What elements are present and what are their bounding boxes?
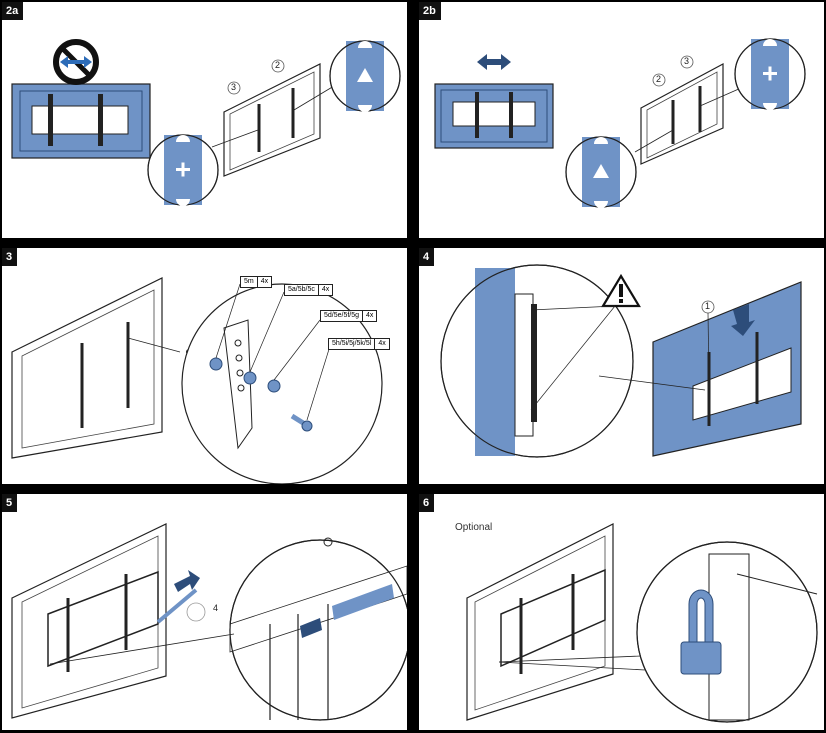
panel-step-4: 4 1: [419, 248, 824, 484]
panel-step-2a: 2a 2 3: [2, 2, 407, 238]
panel-6-illustration: [466, 523, 818, 723]
no-sliding-icon: [53, 39, 99, 85]
callout-3: 3: [231, 82, 237, 92]
double-arrow-icon: [477, 54, 511, 70]
step-badge: 2b: [419, 2, 441, 20]
plus-magnifier: [147, 134, 219, 206]
triangle-icon: [593, 164, 609, 178]
down-arrow-icon: [731, 304, 755, 336]
panel-step-5: 5 4: [2, 494, 407, 730]
step-badge: 2a: [2, 2, 24, 20]
triangle-icon: [357, 68, 373, 82]
warning-icon: [601, 273, 641, 308]
callout-4: 4: [213, 603, 219, 613]
callout-3: 3: [684, 56, 690, 66]
tv-perspective: [11, 277, 163, 459]
plus-magnifier: [734, 38, 806, 110]
panel-2a-illustration: [11, 39, 401, 206]
padlock-icon: [680, 589, 722, 675]
panel-4-illustration: [440, 264, 802, 458]
tv-perspective: [223, 63, 321, 177]
panel-step-2b: 2b 2 3: [419, 2, 824, 238]
triangle-magnifier: [329, 40, 401, 112]
step-badge: 6: [419, 494, 435, 512]
callout-2: 2: [656, 74, 662, 84]
triangle-magnifier: [565, 136, 637, 208]
callout-2: 2: [275, 60, 281, 70]
tv-blue-perspective: [652, 281, 802, 457]
panel-5-illustration: [11, 523, 407, 721]
tv-perspective: [640, 62, 724, 165]
panel-step-6: 6 Optional: [419, 494, 824, 730]
panel-2b-illustration: [434, 38, 806, 208]
step-badge: 3: [2, 248, 18, 266]
panel-3-illustration: [11, 277, 383, 484]
callout-1: 1: [705, 301, 711, 311]
step-badge: 5: [2, 494, 18, 512]
optional-label: Optional: [455, 522, 493, 533]
step-badge: 4: [419, 248, 435, 266]
